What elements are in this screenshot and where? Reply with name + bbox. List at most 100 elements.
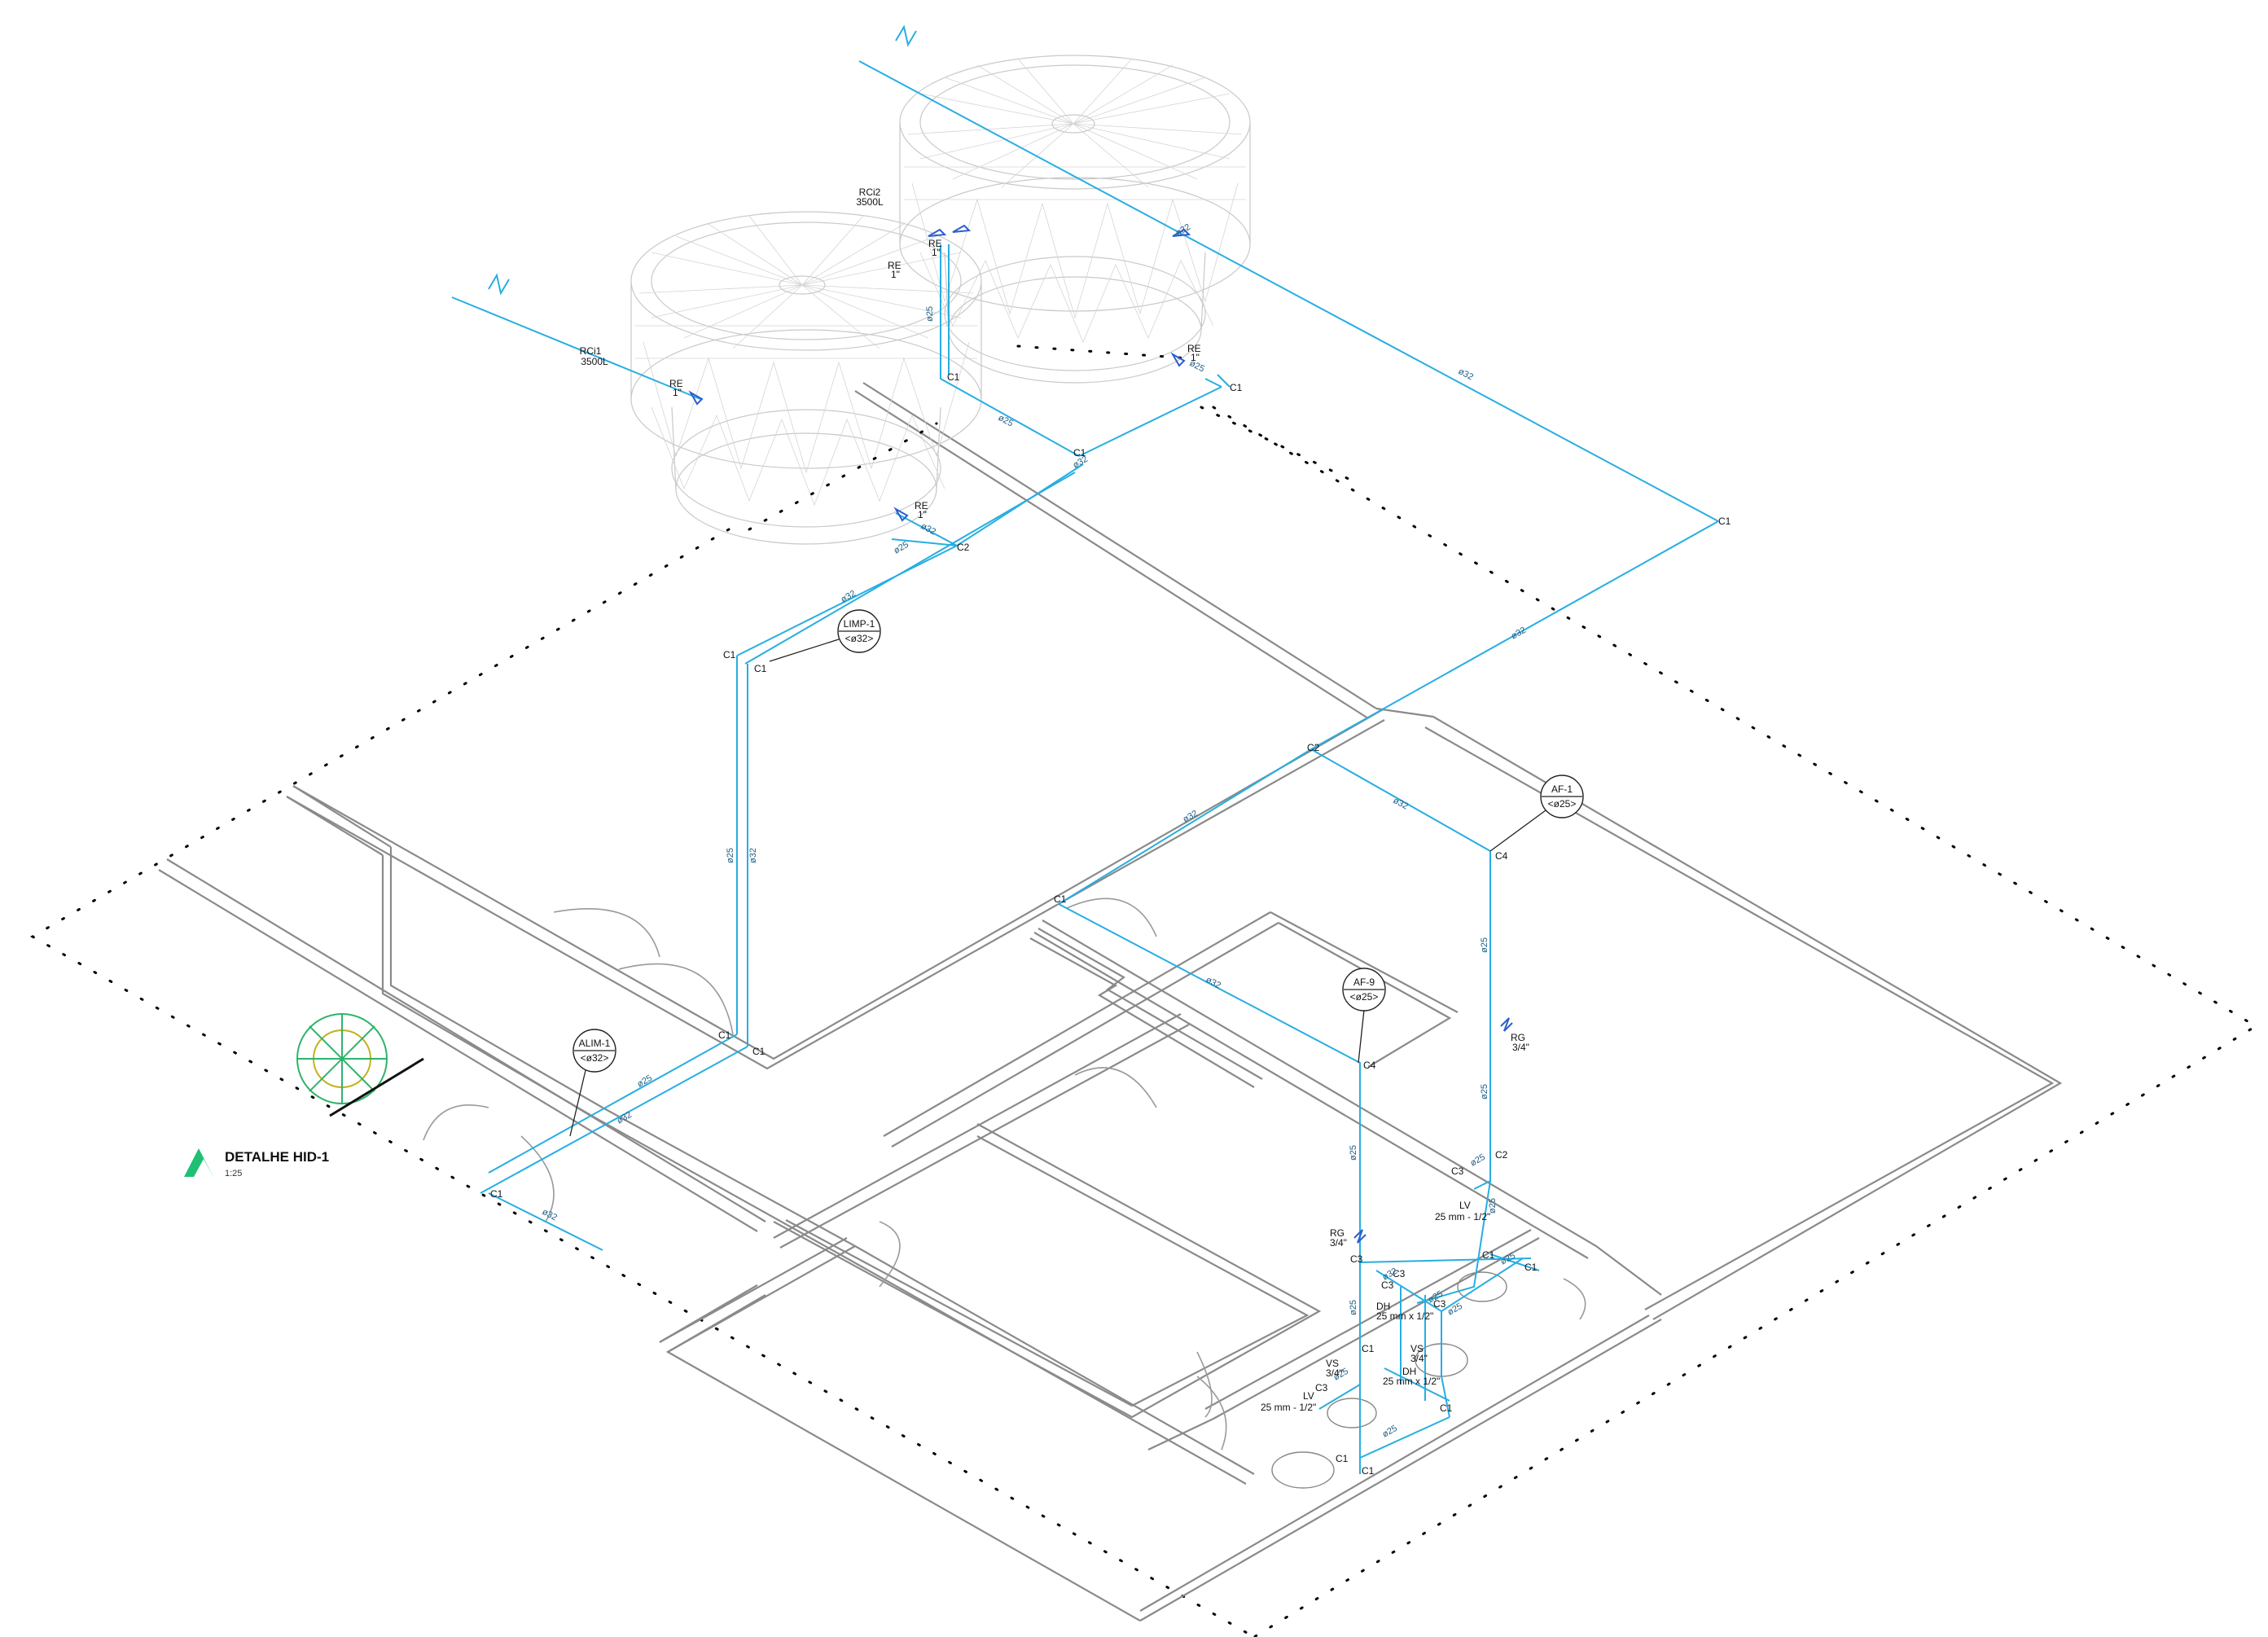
- svg-text:ø25: ø25: [1188, 358, 1206, 375]
- svg-text:RE: RE: [888, 260, 901, 271]
- svg-text:C3: C3: [1381, 1279, 1394, 1291]
- svg-text:ø32: ø32: [1392, 796, 1410, 812]
- title-block: DETALHE HID-1 1:25: [184, 1148, 329, 1178]
- svg-text:<ø25>: <ø25>: [1350, 991, 1379, 1003]
- svg-text:ø32: ø32: [1457, 366, 1475, 383]
- svg-text:AF-1: AF-1: [1551, 783, 1573, 795]
- valve-icon: [688, 390, 704, 406]
- svg-text:C3: C3: [1315, 1382, 1328, 1393]
- fittings-symbols: [688, 224, 1513, 1244]
- svg-text:3/4": 3/4": [1512, 1042, 1529, 1053]
- tag-af-9: AF-9 <ø25>: [1342, 968, 1386, 1064]
- svg-text:C3: C3: [1451, 1165, 1464, 1177]
- diagram-scale: 1:25: [225, 1169, 242, 1178]
- svg-text:ø25: ø25: [1446, 1301, 1464, 1318]
- svg-text:C1: C1: [1440, 1402, 1453, 1414]
- svg-text:<ø32>: <ø32>: [845, 633, 874, 644]
- svg-text:AF-9: AF-9: [1353, 976, 1375, 988]
- fixture-labels: RG 3/4" RG 3/4" LV 25 mm - 1/2" LV 25 mm…: [1261, 1032, 1529, 1413]
- svg-text:C4: C4: [1495, 850, 1508, 862]
- svg-text:ø32: ø32: [1510, 625, 1528, 642]
- svg-text:25 mm x 1/2": 25 mm x 1/2": [1376, 1310, 1433, 1322]
- svg-text:ø32: ø32: [840, 589, 858, 605]
- svg-text:ø25: ø25: [1480, 1084, 1489, 1099]
- tank-labels: RCi1 3500L RCi2 3500L: [580, 187, 884, 367]
- svg-text:1": 1": [918, 509, 927, 520]
- register-valve-icon: [1500, 1017, 1513, 1032]
- svg-text:C1: C1: [1073, 447, 1086, 459]
- svg-text:1": 1": [1191, 352, 1200, 363]
- water-tank-rci1: [630, 211, 982, 545]
- svg-text:C1: C1: [947, 371, 960, 383]
- toilet-fixture: [1271, 1451, 1335, 1489]
- svg-text:LV: LV: [1459, 1200, 1471, 1211]
- svg-text:C1: C1: [490, 1188, 503, 1200]
- tank-name: RCi2: [859, 187, 881, 198]
- svg-text:C3: C3: [1350, 1253, 1363, 1265]
- svg-text:ø25: ø25: [997, 413, 1015, 429]
- svg-text:C1: C1: [723, 649, 736, 661]
- svg-text:RE: RE: [669, 378, 683, 389]
- pipe-network: [451, 24, 1719, 1474]
- tag-alim-1: ALIM-1 <ø32>: [569, 1029, 616, 1137]
- svg-text:25 mm - 1/2": 25 mm - 1/2": [1435, 1211, 1490, 1222]
- register-valve-icon: [1353, 1229, 1367, 1244]
- svg-text:3/4": 3/4": [1326, 1367, 1343, 1379]
- svg-text:ø25: ø25: [1349, 1300, 1358, 1315]
- svg-text:C1: C1: [752, 1046, 766, 1057]
- svg-text:ø25: ø25: [1488, 1198, 1498, 1213]
- svg-text:ø25: ø25: [1480, 937, 1489, 953]
- svg-text:RG: RG: [1330, 1227, 1345, 1239]
- svg-text:25 mm x 1/2": 25 mm x 1/2": [1383, 1376, 1440, 1387]
- svg-text:1": 1": [891, 269, 900, 280]
- svg-text:ø25: ø25: [893, 540, 910, 556]
- water-tank-rci2: [899, 55, 1251, 384]
- valve-icon: [952, 224, 972, 233]
- diagram-title: DETALHE HID-1: [225, 1149, 329, 1165]
- vegetation-symbol: [296, 1013, 424, 1117]
- svg-text:ø32: ø32: [919, 521, 937, 538]
- lavatory-fixture: [1327, 1398, 1377, 1429]
- valve-icon: [893, 507, 909, 522]
- svg-text:ø32: ø32: [748, 848, 758, 863]
- svg-text:C3: C3: [1393, 1268, 1406, 1279]
- svg-text:LIMP-1: LIMP-1: [844, 618, 875, 630]
- svg-text:C1: C1: [754, 663, 767, 674]
- svg-text:VS: VS: [1326, 1358, 1339, 1369]
- svg-text:C1: C1: [1718, 516, 1731, 527]
- valve-icon: [1170, 352, 1186, 367]
- svg-text:RE: RE: [928, 238, 942, 249]
- lavatory-fixture: [1457, 1271, 1507, 1302]
- floor-plan-walls: [158, 382, 2063, 1622]
- svg-text:<ø25>: <ø25>: [1548, 798, 1577, 810]
- svg-text:LV: LV: [1303, 1390, 1314, 1402]
- svg-text:RE: RE: [1187, 343, 1201, 354]
- lot-boundary: [30, 406, 2258, 1637]
- svg-text:3/4": 3/4": [1330, 1237, 1347, 1249]
- tag-af-1: AF-1 <ø25>: [1489, 775, 1584, 852]
- svg-text:C4: C4: [1363, 1060, 1376, 1071]
- valve-icon: [1172, 228, 1191, 237]
- svg-text:C2: C2: [1307, 742, 1320, 753]
- svg-text:1": 1": [932, 247, 941, 258]
- svg-text:ø25: ø25: [1469, 1152, 1487, 1169]
- svg-text:ø25: ø25: [925, 306, 935, 322]
- svg-text:ø25: ø25: [636, 1073, 654, 1090]
- valve-icon: [928, 228, 947, 237]
- svg-text:DH: DH: [1402, 1366, 1416, 1377]
- svg-text:<ø32>: <ø32>: [581, 1052, 609, 1064]
- re-labels: RE 1" RE 1" RE 1" RE 1" RE 1": [669, 238, 1201, 520]
- svg-text:ø32: ø32: [1182, 809, 1200, 825]
- svg-text:RG: RG: [1511, 1032, 1525, 1043]
- svg-text:VS: VS: [1410, 1343, 1424, 1354]
- svg-text:3/4": 3/4": [1410, 1353, 1428, 1364]
- svg-text:ø25: ø25: [1381, 1424, 1399, 1440]
- svg-text:C1: C1: [1336, 1453, 1349, 1464]
- svg-text:C1: C1: [1482, 1249, 1495, 1261]
- svg-text:DH: DH: [1376, 1301, 1390, 1312]
- svg-text:C1: C1: [718, 1029, 731, 1041]
- tank-capacity: 3500L: [856, 196, 884, 208]
- svg-text:1": 1": [673, 387, 682, 398]
- svg-text:C1: C1: [1362, 1343, 1375, 1354]
